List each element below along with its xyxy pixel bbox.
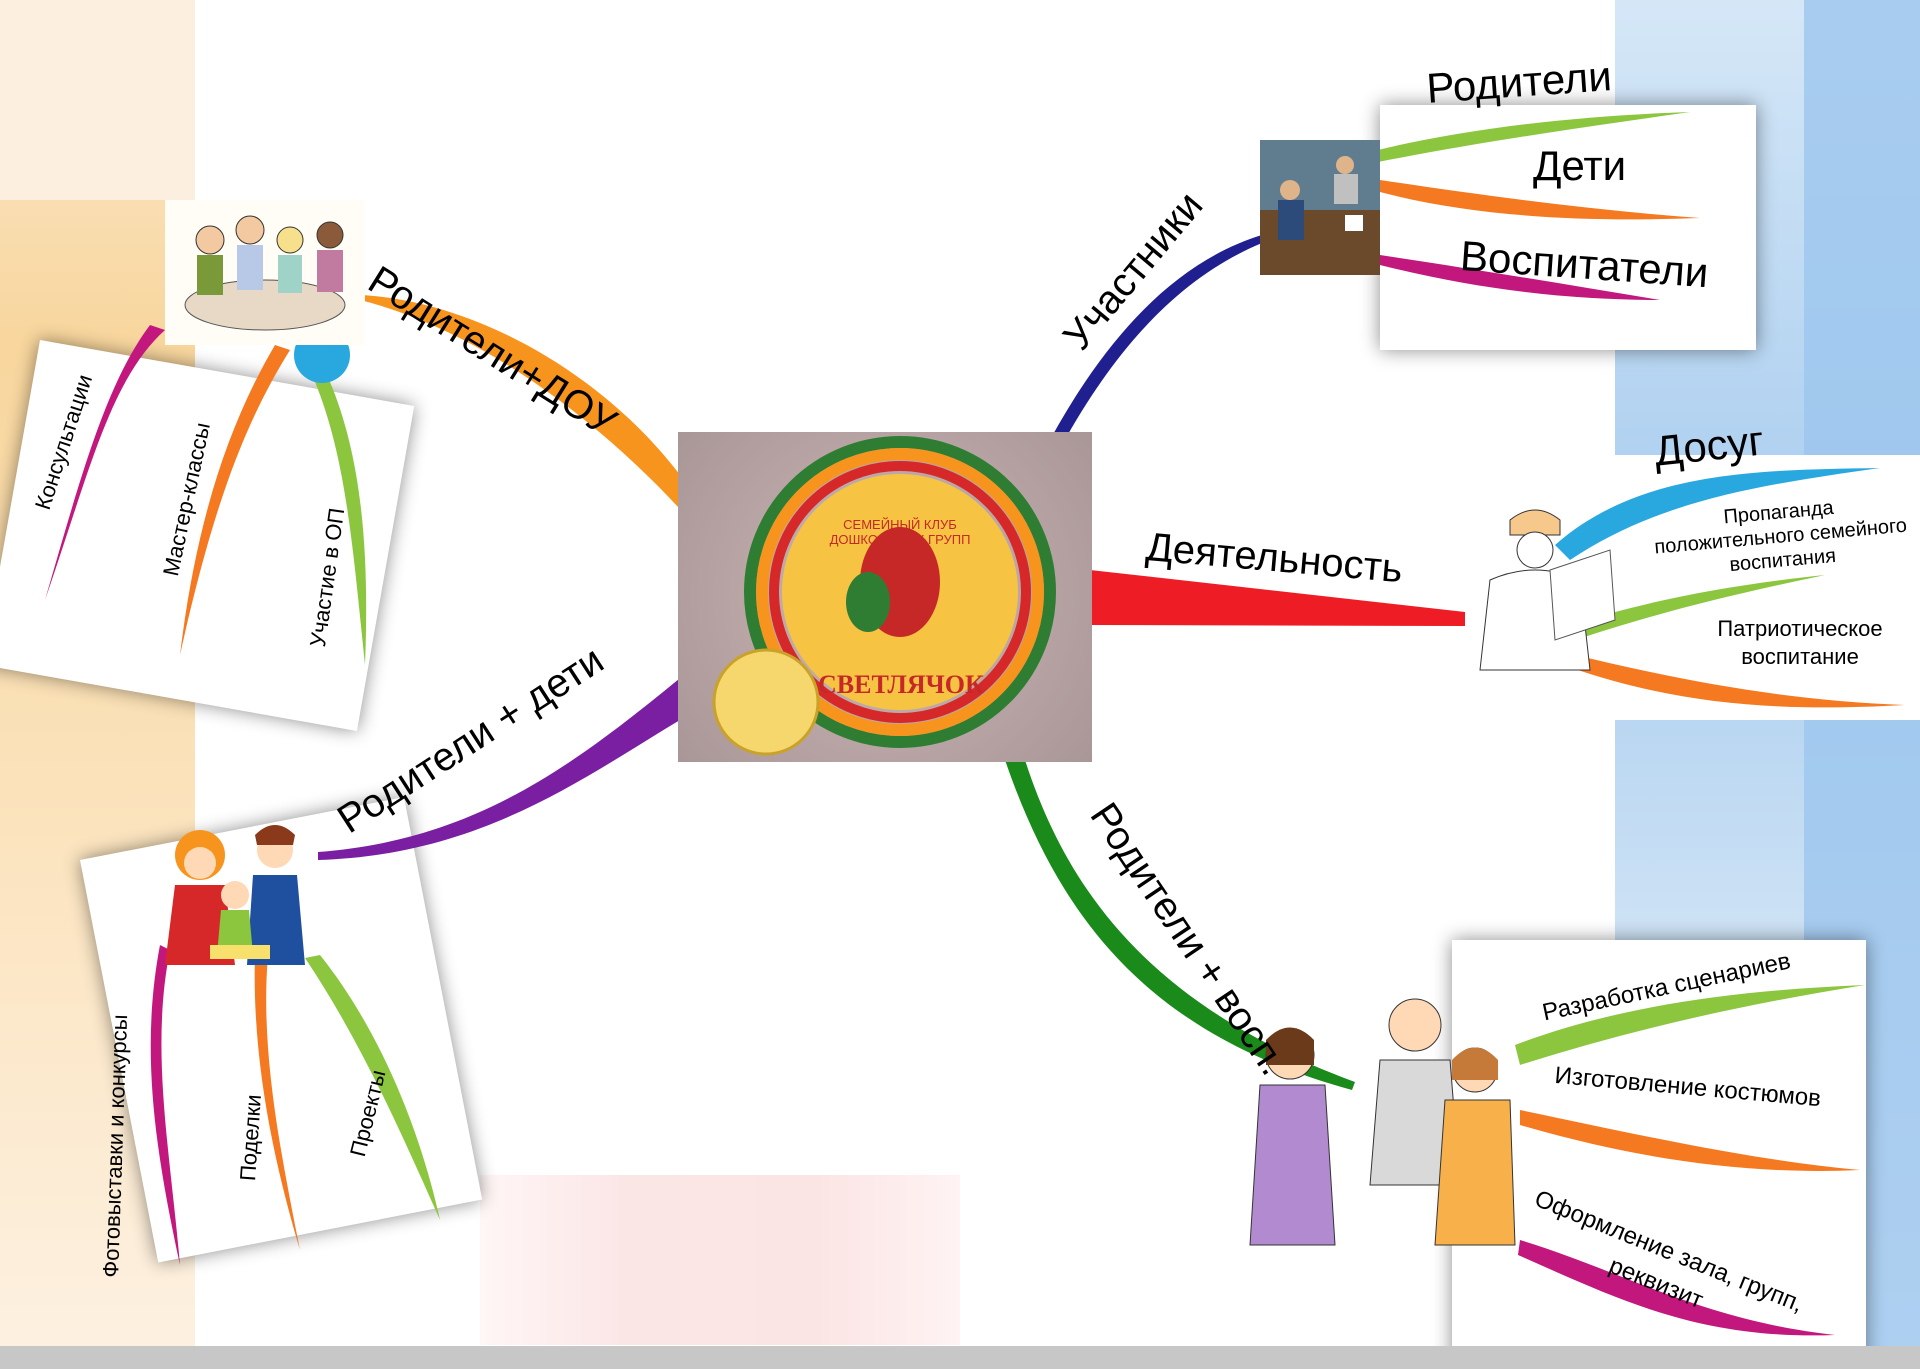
sub-branch-leisure bbox=[1555, 468, 1880, 560]
sub-branch-children bbox=[1380, 180, 1700, 220]
club-emblem bbox=[712, 436, 1056, 756]
sub-branch-educators bbox=[1380, 255, 1660, 300]
sub-branch-costumes bbox=[1520, 1110, 1860, 1171]
sub-branch-scenarios bbox=[1515, 985, 1865, 1065]
architect-woman-icon bbox=[1479, 509, 1616, 671]
office-meeting-icon bbox=[1260, 140, 1380, 275]
sub-branch-crafts bbox=[254, 955, 300, 1250]
three-people-chatting-icon bbox=[1249, 998, 1516, 1246]
background-left-top-panel bbox=[0, 0, 195, 200]
bottom-bar bbox=[0, 1346, 1920, 1369]
sub-branch-photo-exhibitions bbox=[150, 945, 180, 1265]
meeting-people-icon bbox=[165, 200, 365, 345]
emblem-title: СВЕТЛЯЧОК bbox=[818, 670, 984, 699]
branch-activity bbox=[1090, 570, 1465, 626]
emblem-caption: СЕМЕЙНЫЙ КЛУБ ДОШКОЛЬНЫХ ГРУПП bbox=[829, 517, 971, 547]
sub-branch-patriotic bbox=[1572, 655, 1905, 708]
branch-participants bbox=[1050, 235, 1262, 445]
center-node: СЕМЕЙНЫЙ КЛУБ ДОШКОЛЬНЫХ ГРУПП СВЕТЛЯЧОК bbox=[678, 432, 1092, 762]
background-blur-patch bbox=[480, 1175, 960, 1345]
branch-parents-dou bbox=[360, 295, 690, 520]
sub-branch-decor bbox=[1518, 1240, 1835, 1336]
family-reading-icon bbox=[165, 825, 305, 965]
sub-label-children: Дети bbox=[1533, 142, 1627, 189]
sub-branch-op-participation bbox=[305, 360, 367, 665]
sub-label-patriotic: Патриотическое воспитание bbox=[1717, 616, 1883, 669]
sub-branch-parents bbox=[1378, 112, 1690, 162]
